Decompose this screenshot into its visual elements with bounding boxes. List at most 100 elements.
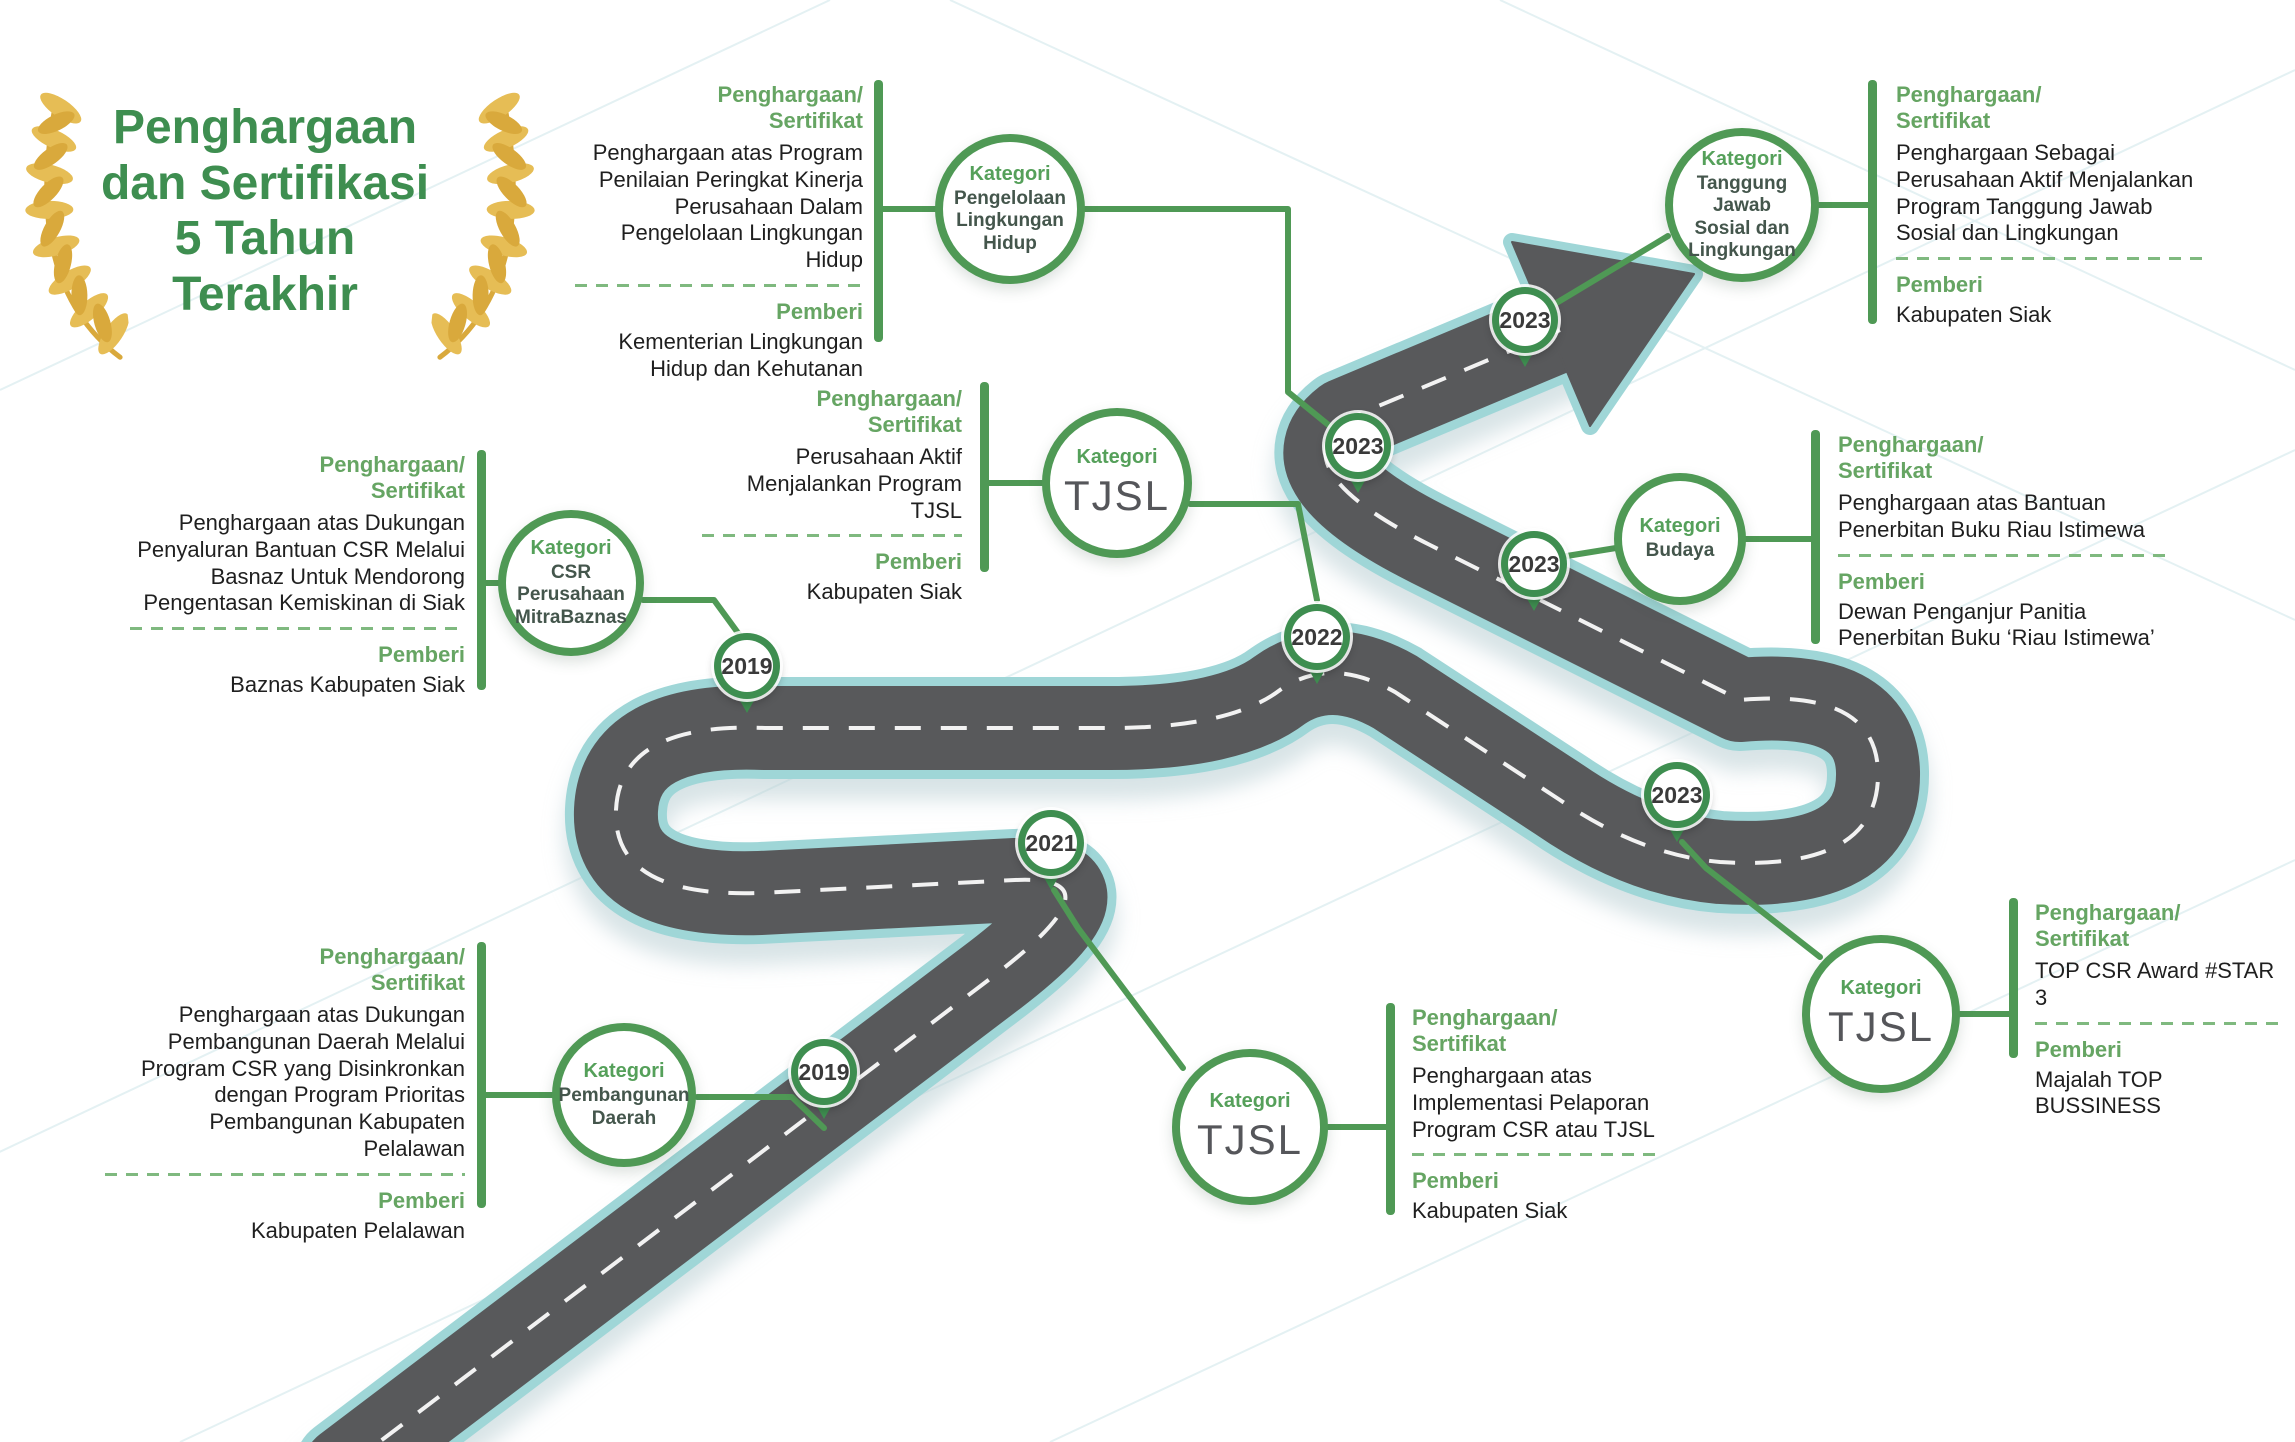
dashed-separator: [105, 1172, 465, 1176]
pemberi-text: Kabupaten Siak: [806, 579, 962, 605]
category-circle-csr: Kategori CSR Perusahaan MitraBaznas: [498, 510, 644, 656]
award-text: Penghargaan atas Program Penilaian Perin…: [592, 139, 863, 273]
entry-text-pembangunan: Penghargaan/ Sertifikat Penghargaan atas…: [105, 944, 465, 1245]
pemberi-label: Pemberi: [875, 549, 962, 575]
pemberi-text: Majalah TOP BUSSINESS: [2035, 1066, 2163, 1119]
entry-text-tjsl-2023: Penghargaan/ Sertifikat TOP CSR Award #S…: [2035, 900, 2285, 1120]
title-line: Penghargaan: [112, 101, 418, 154]
kategori-label: Kategori: [969, 162, 1051, 185]
award-text: Penghargaan atas Implementasi Pelaporan …: [1412, 1062, 1655, 1142]
kategori-label: Kategori: [583, 1060, 665, 1083]
pin-year: 2019: [721, 640, 773, 692]
award-text: Penghargaan atas Dukungan Penyaluran Ban…: [137, 509, 465, 616]
pin-head: 2022: [1284, 604, 1350, 670]
pin-year: 2022: [1291, 611, 1343, 663]
category-circle-pembangunan: Kategori Pembangunan Daerah: [552, 1023, 696, 1167]
year-pin-2021: 2021: [1018, 810, 1084, 910]
category-circle-tjsl-2021: Kategori TJSL: [1172, 1049, 1328, 1205]
award-label: Penghargaan/ Sertifikat: [816, 386, 962, 437]
pemberi-text: Kementerian Lingkungan Hidup dan Kehutan…: [618, 329, 863, 381]
award-text: Perusahaan Aktif Menjalankan Program TJS…: [746, 443, 962, 523]
category-name: TJSL: [1827, 1002, 1935, 1050]
year-pin-2023: 2023: [1501, 531, 1567, 631]
dashed-separator: [702, 534, 962, 538]
title-line: dan Sertifikasi: [100, 156, 430, 210]
title-line: Terakhir: [172, 268, 358, 322]
kategori-label: Kategori: [1840, 976, 1922, 999]
pemberi-label: Pemberi: [378, 1187, 465, 1213]
pin-year: 2021: [1025, 817, 1077, 869]
laurel-left-icon: [25, 92, 129, 360]
page-title: Penghargaan dan Sertifikasi 5 Tahun Tera…: [85, 100, 445, 323]
year-pin-2023: 2023: [1325, 413, 1391, 513]
category-name: TJSL: [1196, 1115, 1304, 1163]
pemberi-text: Kabupaten Siak: [1412, 1198, 1568, 1224]
pemberi-text: Kabupaten Siak: [1896, 302, 2052, 328]
year-pin-2022: 2022: [1284, 604, 1350, 704]
kategori-label: Kategori: [1639, 515, 1721, 538]
category-name: CSR Perusahaan MitraBaznas: [515, 561, 627, 628]
award-label: Penghargaan/ Sertifikat: [1838, 432, 1984, 483]
pin-head: 2023: [1325, 413, 1391, 479]
entry-text-lingkungan: Penghargaan/ Sertifikat Penghargaan atas…: [575, 82, 863, 383]
award-label: Penghargaan/ Sertifikat: [319, 452, 465, 503]
pin-year: 2023: [1499, 294, 1551, 346]
pemberi-label: Pemberi: [1838, 568, 1925, 594]
entry-text-csr: Penghargaan/ Sertifikat Penghargaan atas…: [130, 452, 465, 699]
connector-csr-pin: [640, 597, 752, 651]
pemberi-text: Kabupaten Pelalawan: [250, 1217, 465, 1243]
award-text: TOP CSR Award #STAR 3: [2035, 957, 2275, 1010]
pemberi-text: Dewan Penganjur Panitia Penerbitan Buku …: [1838, 598, 2155, 651]
award-label: Penghargaan/ Sertifikat: [1896, 82, 2042, 133]
dashed-separator: [2035, 1021, 2285, 1025]
pin-year: 2023: [1651, 769, 1703, 821]
entry-bar: [874, 80, 883, 342]
kategori-label: Kategori: [530, 536, 612, 559]
connector-tanggung-pin: [1545, 233, 1671, 311]
award-text: Penghargaan atas Bantuan Penerbitan Buku…: [1838, 489, 2145, 542]
kategori-label: Kategori: [1701, 147, 1783, 170]
pemberi-label: Pemberi: [378, 642, 465, 668]
dashed-separator: [1896, 257, 2206, 261]
category-circle-budaya: Kategori Budaya: [1614, 473, 1746, 605]
kategori-label: Kategori: [1209, 1089, 1291, 1112]
pemberi-label: Pemberi: [1412, 1168, 1499, 1194]
year-pin-2019: 2019: [791, 1039, 857, 1139]
category-circle-tjsl-2023: Kategori TJSL: [1802, 935, 1960, 1093]
dashed-separator: [130, 627, 465, 631]
category-name: Pembangunan Daerah: [558, 1085, 690, 1129]
pin-head: 2019: [714, 633, 780, 699]
connector-lingkungan-pin: [1082, 206, 1345, 439]
year-pin-2023: 2023: [1644, 762, 1710, 862]
category-circle-tanggung-jawab: Kategori Tanggung Jawab Sosial dan Lingk…: [1665, 128, 1819, 282]
road-path: [312, 288, 1920, 1442]
entry-bar: [477, 450, 486, 690]
category-name: Budaya: [1645, 540, 1715, 562]
entry-text-budaya: Penghargaan/ Sertifikat Penghargaan atas…: [1838, 432, 2168, 652]
dashed-separator: [575, 284, 863, 288]
pin-year: 2019: [798, 1046, 850, 1098]
pin-head: 2023: [1501, 531, 1567, 597]
entry-text-tanggung-jawab: Penghargaan/ Sertifikat Penghargaan Seba…: [1896, 82, 2206, 329]
entry-text-tjsl-2022: Penghargaan/ Sertifikat Perusahaan Aktif…: [702, 386, 962, 606]
year-pin-2023: 2023: [1492, 287, 1558, 387]
pemberi-text: Baznas Kabupaten Siak: [230, 672, 465, 698]
pemberi-label: Pemberi: [2035, 1036, 2122, 1062]
kategori-label: Kategori: [1076, 445, 1158, 468]
pemberi-label: Pemberi: [1896, 272, 1983, 298]
pin-head: 2019: [791, 1039, 857, 1105]
category-name: TJSL: [1063, 471, 1171, 519]
entry-bar: [1386, 1003, 1395, 1215]
laurel-right-icon: [431, 92, 535, 360]
award-label: Penghargaan/ Sertifikat: [2035, 900, 2181, 951]
award-label: Penghargaan/ Sertifikat: [717, 82, 863, 133]
pin-head: 2023: [1644, 762, 1710, 828]
entry-bar: [1811, 430, 1820, 644]
connector-tjsl2023-pin: [1679, 839, 1823, 960]
pin-head: 2023: [1492, 287, 1558, 353]
pin-year: 2023: [1508, 538, 1560, 590]
connector-tjsl2021-pin: [1051, 887, 1186, 1071]
entry-bar: [980, 382, 989, 572]
